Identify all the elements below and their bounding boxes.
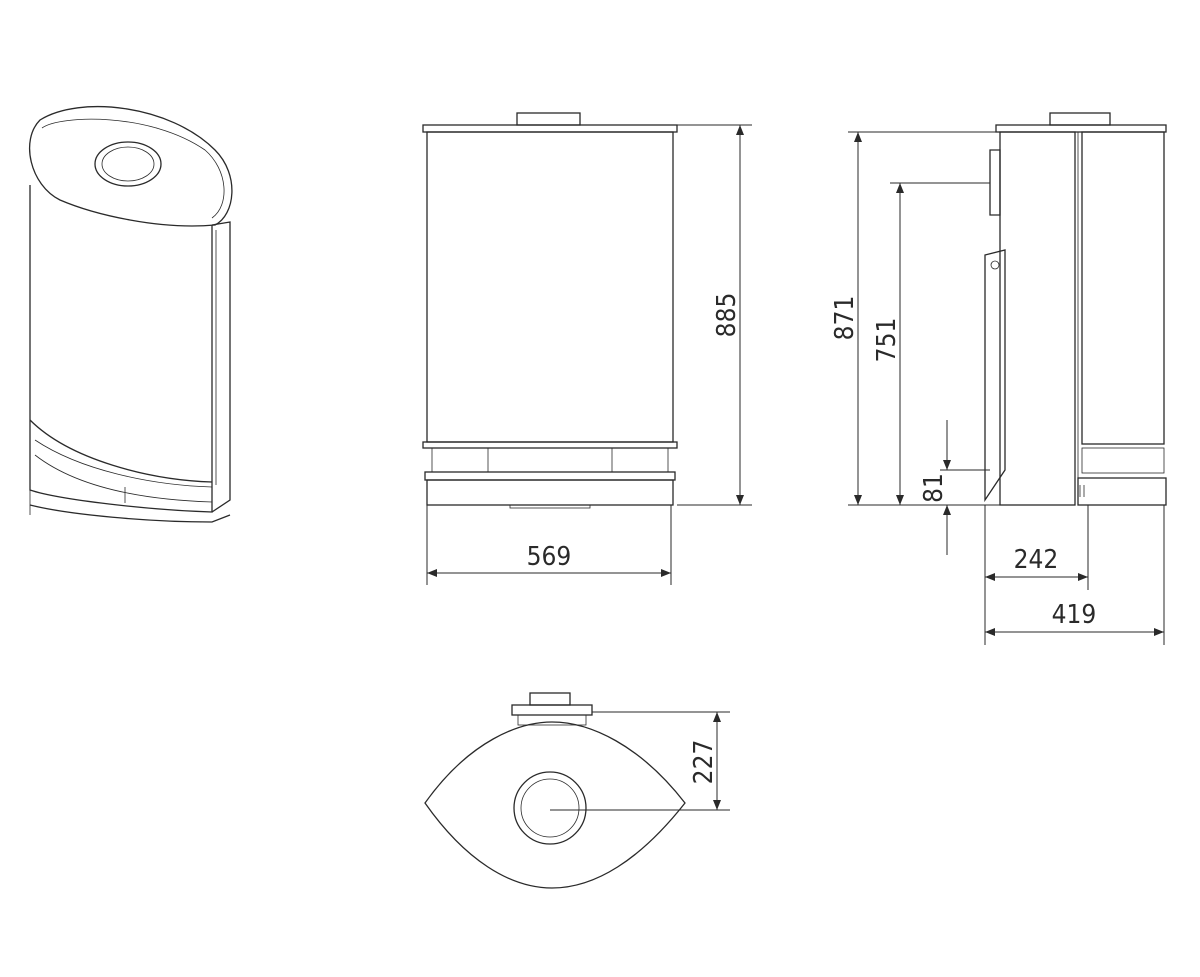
top-view (424, 692, 730, 889)
dimension-label-885: 885 (712, 293, 742, 338)
dimension-label-871: 871 (830, 296, 860, 341)
dimension-label-751: 751 (872, 318, 902, 363)
dimension-label-81: 81 (919, 473, 949, 503)
dimension-label-419: 419 (1052, 600, 1097, 630)
dimension-label-227: 227 (689, 740, 719, 785)
dimension-label-569: 569 (527, 542, 572, 572)
dimension-label-242: 242 (1014, 545, 1059, 575)
front-view (422, 112, 752, 585)
side-view (848, 112, 1167, 645)
perspective-view (28, 106, 233, 523)
